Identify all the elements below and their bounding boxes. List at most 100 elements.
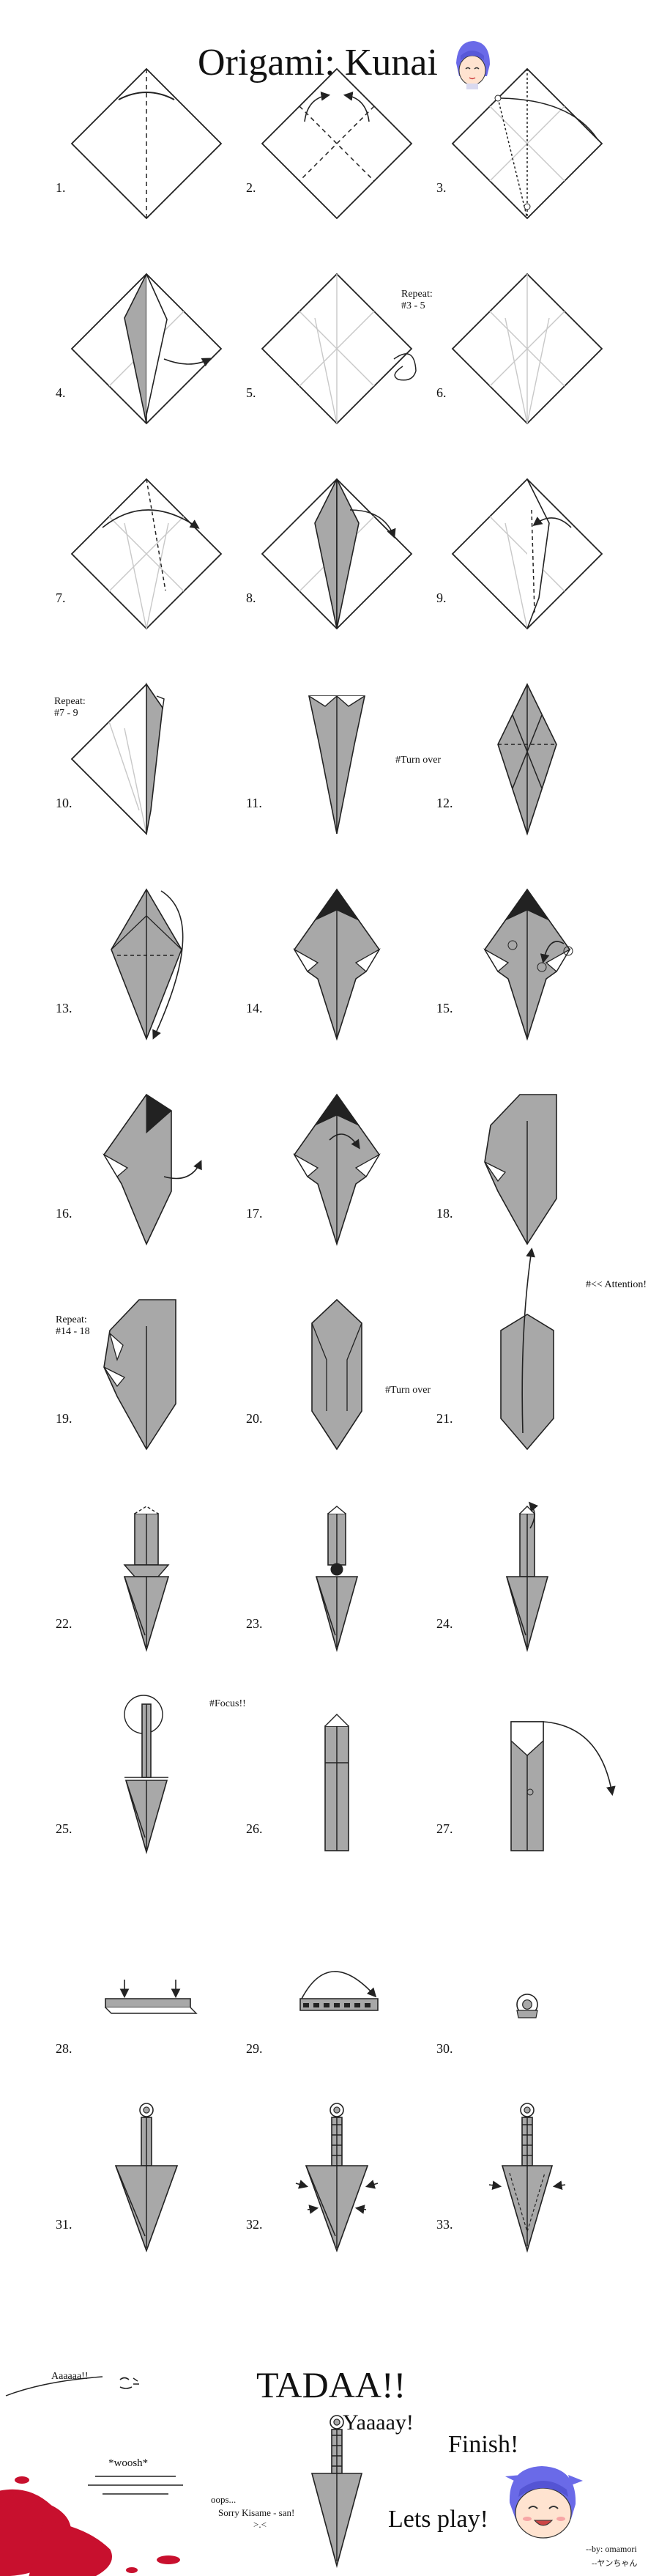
step-4-figure [70,273,223,425]
step-number: 31. [56,2217,72,2232]
fold-arrow [354,2205,367,2214]
step-number: 26. [246,1821,263,1836]
step-6-figure [451,273,603,425]
side-flaps [483,948,571,972]
step-number: 11. [246,796,262,810]
step-note: Repeat: #3 - 5 [401,289,433,311]
step-number: 3. [436,180,447,195]
step-7-figure [70,478,223,630]
step-number: 2. [246,180,256,195]
fold-arrow [301,1971,377,1999]
step-22-figure [123,1506,170,1652]
ring-hole [524,2106,531,2114]
fold-arrow [488,2180,502,2190]
step-number: 19. [56,1411,72,1426]
step-16-figure [103,1093,202,1246]
step-number: 27. [436,1821,453,1836]
step-9-figure [451,478,603,630]
step-number: 21. [436,1411,453,1426]
step-number: 30. [436,2041,453,2056]
step-number: 8. [246,591,256,605]
step-number: 16. [56,1206,72,1221]
crease-line [146,522,169,629]
step-3-figure [451,67,603,220]
mascot-cheer-icon [505,2466,583,2539]
ring-hole [143,2106,150,2114]
blade-edge-line [305,2165,336,2237]
side-flaps [293,1153,381,1177]
step-number: 33. [436,2217,453,2232]
reference-point [494,95,502,102]
throw-trail [5,2376,103,2397]
step-30-figure [516,1994,538,2018]
fold-line [299,106,375,182]
lets-play-text: Lets play! [388,2506,488,2533]
ring-hole [522,1999,532,2010]
fold-arrow [163,358,212,367]
fold-line [299,106,375,182]
fold-line [512,714,543,789]
crease-line [526,317,550,424]
step-number: 14. [246,1001,263,1015]
turn-arrow [393,353,417,381]
paper-square [261,67,413,220]
credit-author: --by: omamori [586,2544,637,2554]
fold-arrow [329,1133,360,1150]
fold-arrow [552,2180,566,2190]
strip-shape [105,1998,191,2008]
step-note: #Focus!! [209,1698,246,1709]
fold-arrow [528,1501,539,1529]
step-note: #Turn over [395,755,442,766]
fold-arrow [365,2180,379,2189]
step-10-figure [70,682,165,835]
step-2-figure [261,67,413,220]
step-number: 5. [246,385,256,400]
reference-point [526,1788,534,1796]
strip-segment [303,2003,309,2007]
step-27-figure [510,1721,616,1851]
crease-line [314,317,338,424]
fold-line [146,478,166,591]
strip-segment [334,2003,340,2007]
crease-line [108,721,140,811]
kunai-body [311,1298,362,1451]
fold-arrow [349,509,396,538]
step-number: 9. [436,591,447,605]
step-11-figure [308,695,365,834]
crease-line [124,522,147,629]
step-number: 7. [56,591,66,605]
step-28-figure [105,1980,198,2014]
corner-fold [156,695,165,710]
aaaaa-text: Aaaaaa!! [51,2371,89,2382]
fold-line [111,915,182,950]
ring-base [516,2010,538,2018]
step-19-figure [103,1299,176,1451]
final-kunai [310,2415,363,2569]
step-number: 22. [56,1616,72,1631]
blade-edge-line [115,2165,146,2237]
side-flaps [484,1161,507,1182]
step-number: 6. [436,385,447,400]
side-flaps [103,1153,129,1177]
strip-segment [344,2003,350,2007]
blade-edge-line [316,1576,336,1636]
side-flaps [293,948,381,972]
step-number: 32. [246,2217,263,2232]
step-14-figure [293,888,381,1041]
blade-edge-line [506,1576,526,1636]
blade-edge-line [125,1780,146,1838]
strip-segment [354,2003,360,2007]
step-1-figure [70,67,223,220]
reference-point [507,940,518,950]
ring-hole [333,2418,340,2426]
reference-point [524,203,531,210]
credit-handle: --ヤンちゃん [592,2559,638,2568]
fold-arrow [521,1247,535,1434]
folded-flap [146,273,168,415]
page-title: Origami: Kunai [198,42,438,84]
step-24-figure [505,1501,549,1652]
handle-tip [134,1506,159,1514]
reference-point [563,946,573,956]
step-12-figure [497,683,557,836]
fold-arrow [152,890,184,1040]
